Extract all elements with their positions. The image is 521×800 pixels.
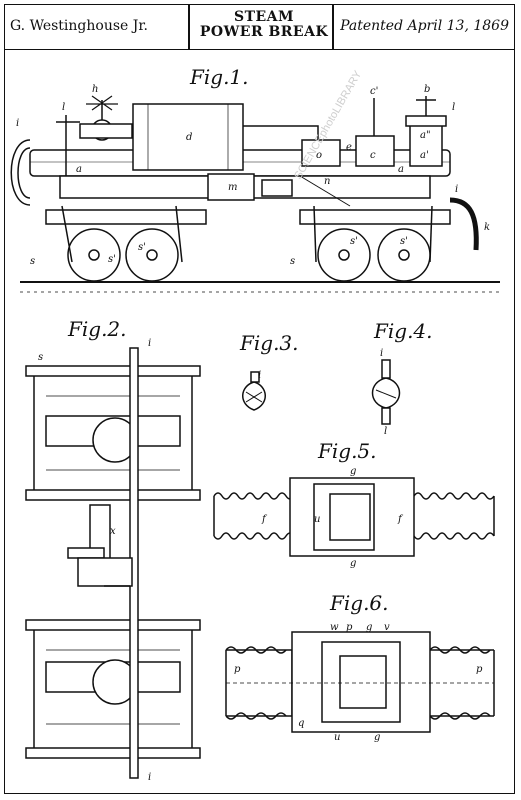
fig2-plan-view: [25, 347, 201, 779]
label-v: v: [384, 622, 390, 633]
fig6-title: Fig.6.: [329, 591, 389, 615]
label-i: i: [16, 118, 19, 129]
label-d: d: [186, 132, 192, 143]
fig5-hose-coupling: [213, 477, 495, 557]
label-s-fig2: s: [38, 352, 43, 363]
fig1-side-view: [10, 95, 500, 293]
label-s2: s: [290, 256, 295, 267]
header-divider-right: [332, 4, 334, 50]
label-k: k: [484, 222, 490, 233]
label-a3: a': [420, 150, 429, 161]
label-a2: a": [420, 130, 431, 141]
label-i-fig2: i: [148, 338, 151, 349]
label-g-bottom: g: [350, 558, 356, 569]
label-m: m: [228, 182, 237, 193]
label-g-fig6-bottom: g: [374, 732, 380, 743]
fig3-title: Fig.3.: [239, 331, 299, 355]
label-p-right: p: [476, 664, 483, 675]
label-b: b: [424, 84, 430, 95]
title-line-2: POWER BREAK: [199, 24, 329, 40]
title-line-1: STEAM: [233, 9, 295, 25]
label-f-right: f: [397, 514, 404, 525]
label-n: n: [324, 176, 330, 187]
label-w: w: [330, 622, 339, 633]
fig3-coupling-section: [242, 371, 266, 411]
label-g: g: [350, 466, 356, 477]
label-s1b: s': [138, 242, 146, 253]
label-l: l: [62, 102, 65, 113]
part-labels: h l i d c' b l a" a' o e c a a m n s s' …: [16, 84, 490, 783]
label-u-fig6: u: [334, 732, 340, 743]
fig4-title: Fig.4.: [373, 319, 433, 343]
label-h: h: [92, 84, 98, 95]
patent-title: STEAM POWER BREAK: [194, 10, 334, 40]
label-o: o: [316, 150, 322, 161]
label-i-fig3: i: [258, 370, 261, 381]
header-divider-left: [188, 4, 190, 50]
drawing-frame: [4, 4, 515, 794]
label-c-prime: c': [370, 86, 378, 97]
label-i-fig2-bottom: i: [148, 772, 151, 783]
fig6-coupling-section: [225, 631, 495, 733]
label-e: e: [346, 142, 352, 153]
label-p-left: p: [234, 664, 241, 675]
fig5-title: Fig.5.: [317, 439, 377, 463]
label-s1: s': [108, 254, 116, 265]
label-a-right: a: [398, 164, 404, 175]
fig1-title: Fig.1.: [189, 65, 249, 89]
label-s1d: s': [400, 236, 408, 247]
label-a: a: [76, 164, 82, 175]
label-l2: l: [452, 102, 455, 113]
label-i2: i: [455, 184, 458, 195]
header-bar: G. Westinghouse Jr. STEAM POWER BREAK Pa…: [4, 4, 515, 50]
label-i-fig4: i: [380, 348, 383, 359]
fig1-wheels: [67, 228, 431, 282]
inventor-name: G. Westinghouse Jr.: [10, 18, 148, 34]
fig4-coupling-section: [371, 359, 401, 425]
label-x: x: [110, 526, 116, 537]
label-s: s: [30, 256, 35, 267]
label-p: p: [346, 622, 353, 633]
label-q: q: [298, 718, 304, 729]
fig2-title: Fig.2.: [67, 317, 127, 341]
label-c: c: [370, 150, 376, 161]
label-l-fig4: l: [384, 426, 387, 437]
label-g-fig6: g: [366, 622, 372, 633]
patent-date: Patented April 13, 1869: [340, 18, 509, 34]
label-f-left: f: [261, 514, 268, 525]
label-s1c: s': [350, 236, 358, 247]
label-u: u: [314, 514, 320, 525]
